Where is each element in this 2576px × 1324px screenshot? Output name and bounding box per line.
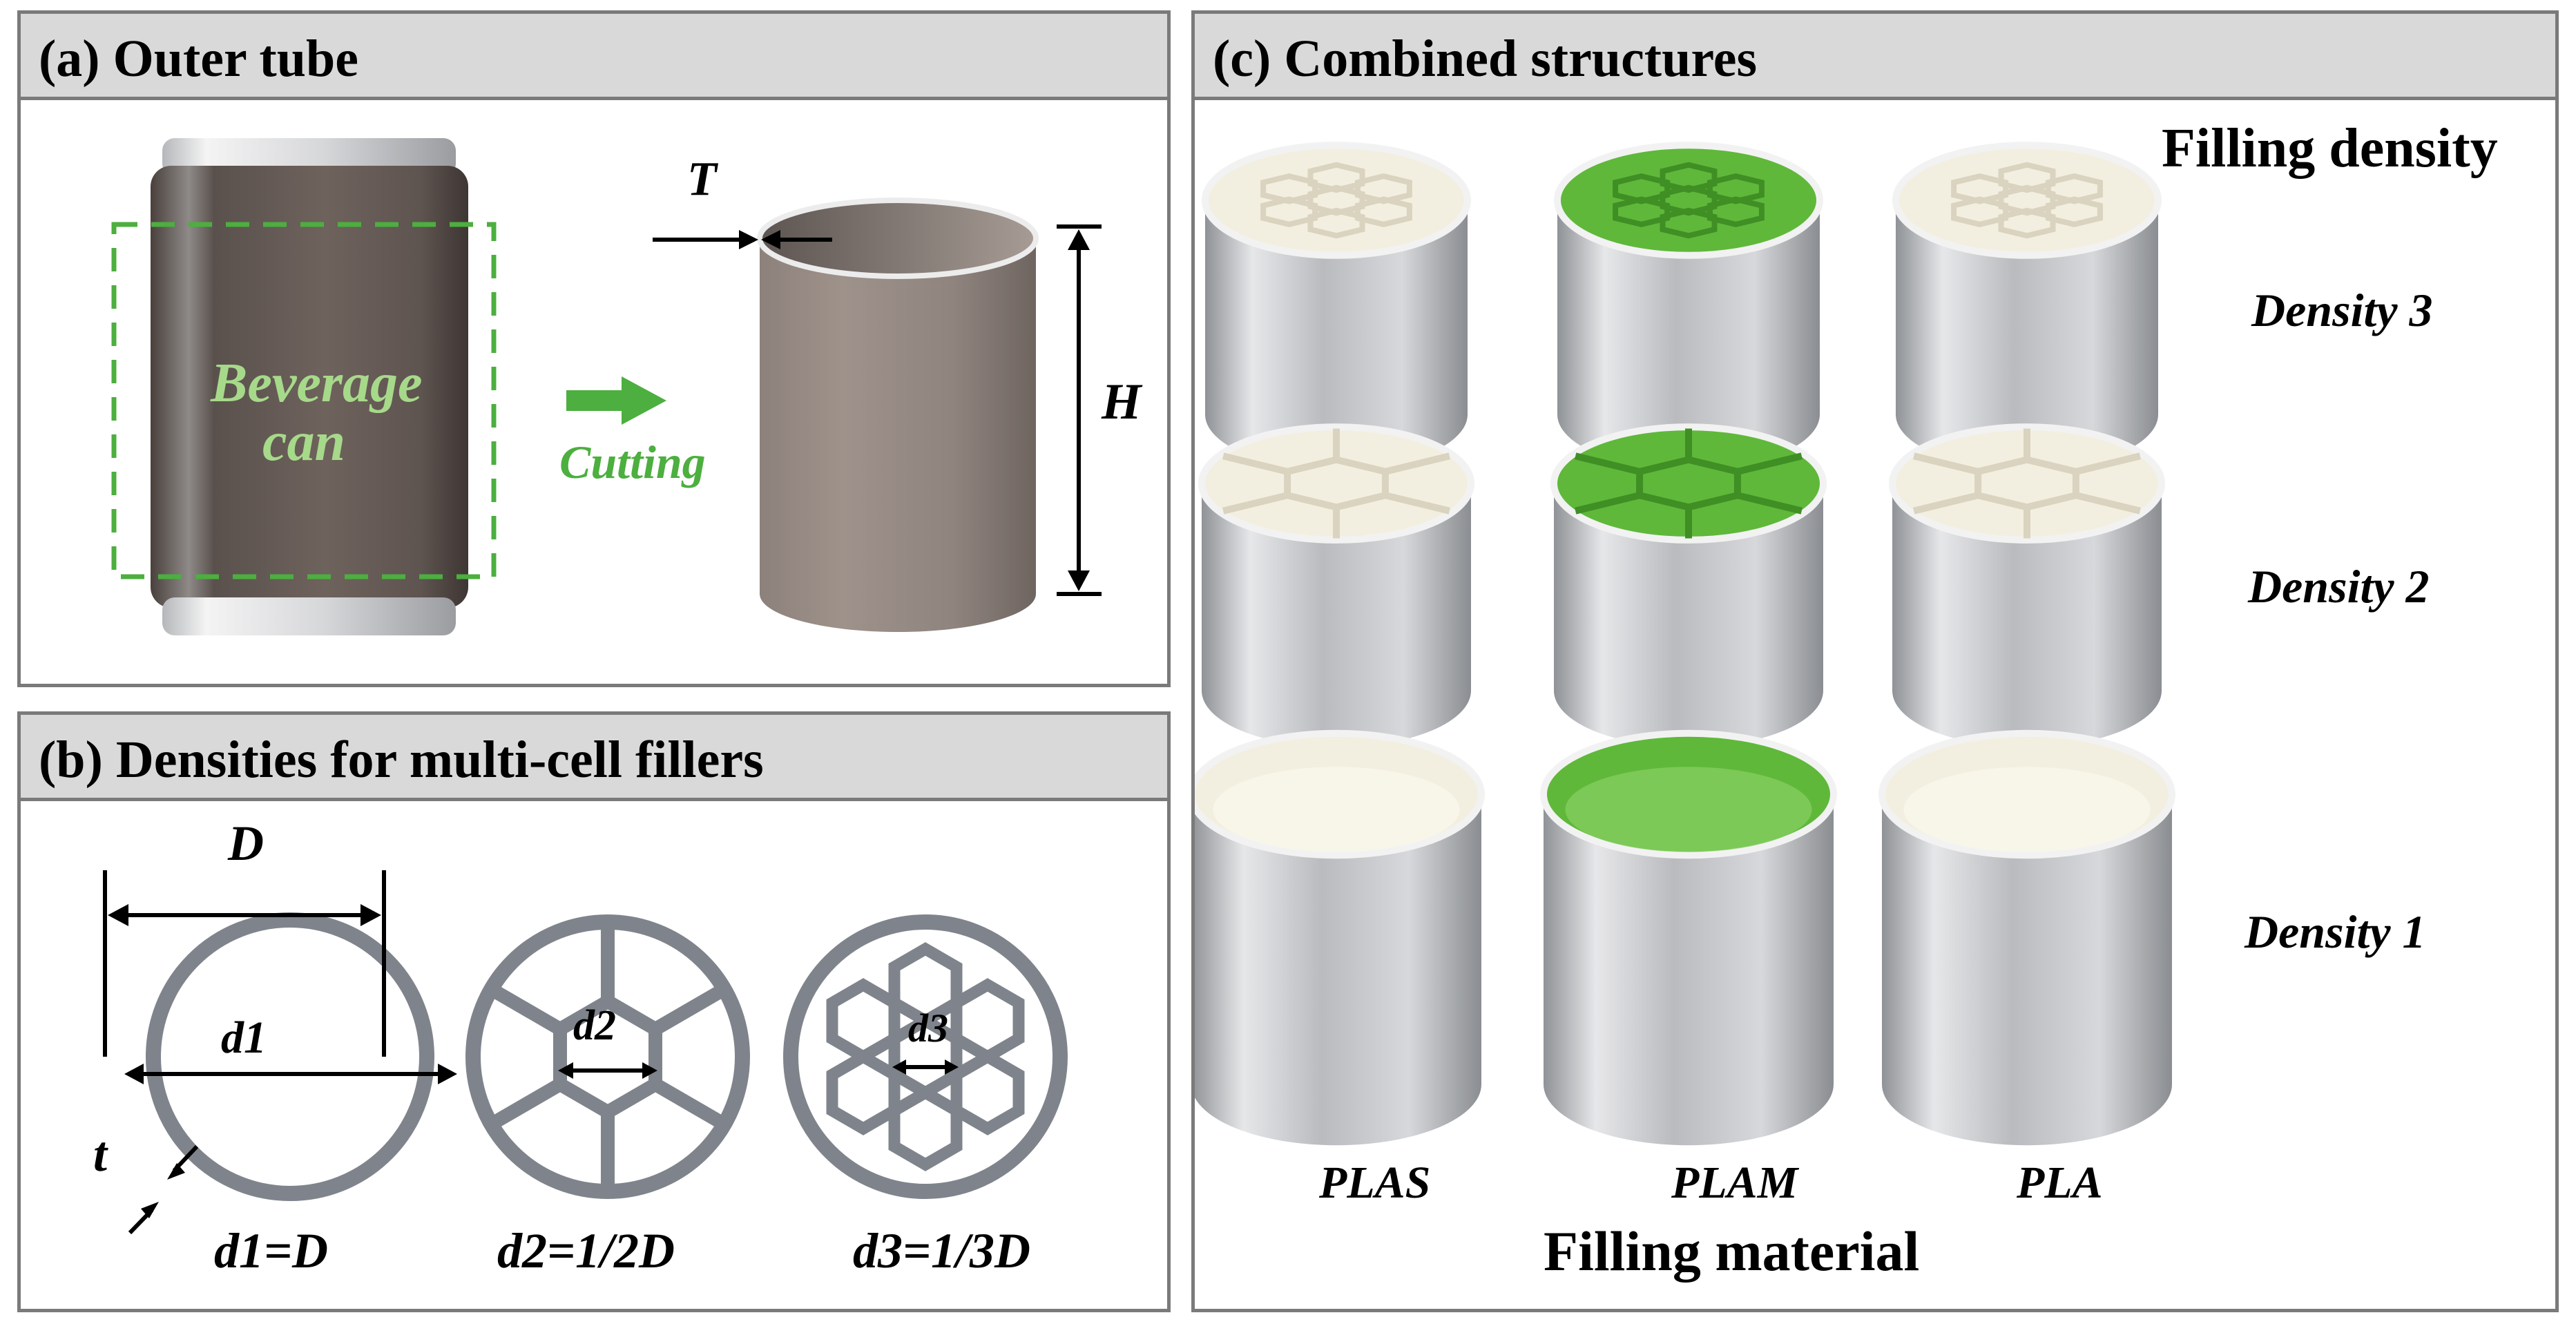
panel-a-illustration — [111, 138, 1102, 635]
column-label-plas: PLAS — [1319, 1158, 1431, 1208]
specimen-plam-density-1 — [1540, 729, 1837, 1146]
height-label: H — [1102, 374, 1142, 430]
row-label-density-2: Density 2 — [2248, 560, 2430, 613]
density-1-cross-section — [146, 912, 434, 1201]
panel-c-header: (c) Combined structures — [1195, 14, 2555, 100]
thickness-label: T — [687, 153, 717, 206]
panel-b-densities: (b) Densities for multi-cell fillers — [17, 711, 1171, 1312]
inner-diameter-d1-dimension — [124, 1064, 457, 1084]
axis-filling-material: Filling material — [1544, 1220, 1920, 1283]
specimen-grid — [1195, 142, 2175, 1146]
inner-diameter-label-1: d1 — [221, 1013, 267, 1063]
column-label-pla: PLA — [2017, 1158, 2103, 1208]
panel-c-combined-structures: (c) Combined structures Filling density … — [1191, 10, 2559, 1312]
formula-density-1: d1=D — [214, 1223, 329, 1278]
specimen-pla-density-2 — [1889, 423, 2165, 747]
specimen-plam-density-3 — [1554, 142, 1823, 470]
row-label-density-1: Density 1 — [2245, 905, 2426, 958]
specimen-plas-density-3 — [1202, 142, 1471, 470]
specimen-pla-density-1 — [1878, 729, 2175, 1146]
specimen-plas-density-2 — [1198, 423, 1474, 747]
inner-diameter-d3-dimension — [892, 1059, 959, 1075]
specimen-pla-density-3 — [1892, 142, 2162, 470]
panel-b-illustration — [103, 870, 1068, 1235]
can-label-line1: Beverage — [211, 353, 423, 414]
formula-density-3: d3=1/3D — [853, 1223, 1031, 1278]
panel-b-header: (b) Densities for multi-cell fillers — [21, 715, 1167, 801]
cutting-arrow — [566, 376, 666, 425]
beverage-can-illustration — [151, 138, 468, 635]
axis-filling-density: Filling density — [2162, 118, 2498, 179]
specimen-plam-density-2 — [1550, 423, 1827, 747]
cutting-label: Cutting — [559, 436, 706, 488]
density-2-cross-section — [465, 914, 750, 1199]
panel-b-title: (b) Densities for multi-cell fillers — [39, 731, 764, 789]
can-cut-region-box — [111, 222, 497, 579]
panel-a-header: (a) Outer tube — [21, 14, 1167, 100]
panel-c-title: (c) Combined structures — [1213, 30, 1758, 88]
inner-diameter-d2-dimension — [558, 1062, 657, 1079]
column-label-plam: PLAM — [1671, 1158, 1798, 1208]
wall-thickness-arrows — [128, 1144, 199, 1235]
outer-diameter-dimension — [103, 870, 386, 1057]
row-label-density-3: Density 3 — [2251, 284, 2433, 336]
diameter-label: D — [228, 816, 264, 871]
thickness-arrows — [653, 230, 832, 249]
wall-thickness-label: t — [93, 1126, 108, 1182]
can-label-line2: can — [262, 412, 345, 472]
specimen-plas-density-1 — [1195, 729, 1485, 1146]
inner-diameter-label-2: d2 — [573, 1002, 616, 1049]
panel-a-title: (a) Outer tube — [39, 30, 358, 88]
panel-a-outer-tube: (a) Outer tube — [17, 10, 1171, 687]
inner-diameter-label-3: d3 — [908, 1006, 948, 1050]
formula-density-2: d2=1/2D — [497, 1223, 675, 1278]
outer-tube-illustration — [757, 198, 1039, 632]
height-dimension — [1057, 224, 1102, 596]
density-3-cross-section — [783, 914, 1068, 1199]
